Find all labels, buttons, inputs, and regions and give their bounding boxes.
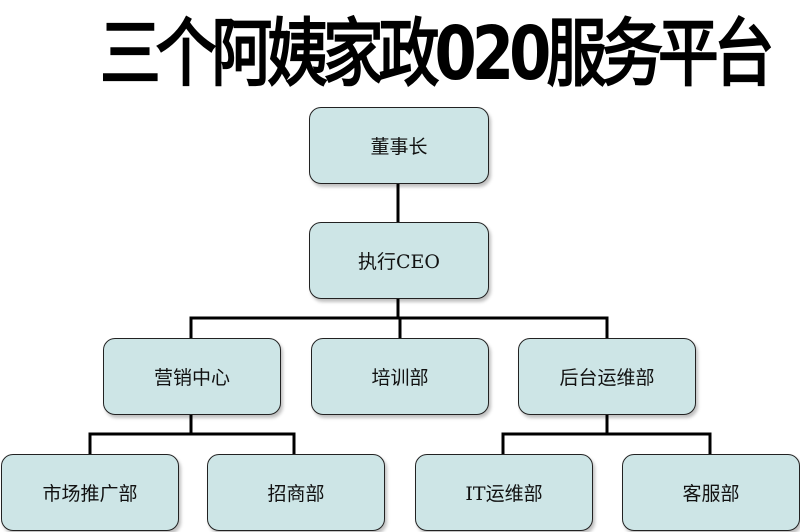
node-investment: 招商部 — [207, 454, 385, 531]
node-backend-ops: 后台运维部 — [518, 338, 696, 415]
node-training: 培训部 — [311, 338, 489, 415]
node-label: 营销中心 — [153, 367, 230, 389]
node-label: 培训部 — [371, 367, 429, 389]
node-ceo: 执行CEO — [309, 222, 489, 299]
node-label: 客服部 — [682, 483, 740, 505]
node-label: 董事长 — [370, 136, 428, 158]
node-label: 执行CEO — [358, 251, 440, 273]
node-label: IT运维部 — [465, 483, 543, 505]
node-label: 后台运维部 — [559, 367, 655, 389]
node-chairman: 董事长 — [309, 107, 489, 184]
node-marketing-center: 营销中心 — [103, 338, 281, 415]
node-label: 市场推广部 — [42, 483, 138, 505]
node-label: 招商部 — [267, 483, 325, 505]
node-market-promotion: 市场推广部 — [1, 454, 179, 531]
node-customer-service: 客服部 — [622, 454, 800, 531]
node-it-ops: IT运维部 — [415, 454, 593, 531]
